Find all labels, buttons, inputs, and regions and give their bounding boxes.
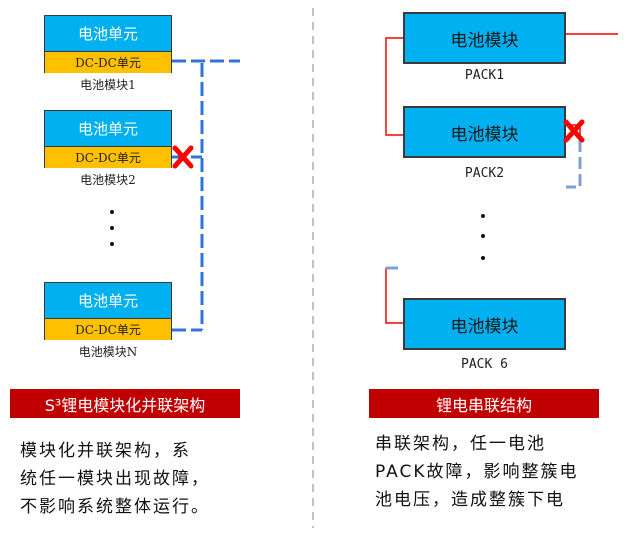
fault-x-icon	[172, 145, 194, 169]
module-label-n: 电池模块N	[78, 345, 138, 359]
ellipsis-dot	[110, 226, 114, 230]
battery-module-2: 电池单元 DC-DC单元	[44, 110, 172, 168]
battery-module-1: 电池单元 DC-DC单元	[44, 15, 172, 73]
battery-cell-unit: 电池单元	[45, 111, 171, 146]
ellipsis-dot	[481, 256, 485, 260]
pack-label-1: PACK1	[464, 68, 505, 83]
pack-box-1: 电池模块	[403, 12, 566, 64]
left-description-line: 统任一模块出现故障，	[20, 469, 210, 489]
left-banner: S³锂电模块化并联架构	[10, 389, 240, 418]
right-description-line: 串联架构，任一电池	[375, 434, 546, 454]
left-description-line: 模块化并联架构，系	[20, 441, 191, 461]
module-label-2: 电池模块2	[80, 173, 136, 187]
ellipsis-dot	[481, 214, 485, 218]
battery-cell-unit: 电池单元	[45, 16, 171, 51]
left-description-line: 不影响系统整体运行。	[20, 497, 210, 517]
ellipsis-dot	[110, 242, 114, 246]
dcdc-unit: DC-DC单元	[45, 318, 171, 340]
dcdc-unit: DC-DC单元	[45, 146, 171, 168]
right-description-line: 池电压，造成整簇下电	[375, 490, 565, 510]
parallel-bus	[172, 59, 240, 332]
pack-label-2: PACK2	[464, 166, 505, 181]
battery-module-n: 电池单元 DC-DC单元	[44, 282, 172, 340]
series-string-dashed	[386, 140, 582, 270]
ellipsis-dot	[110, 210, 114, 214]
right-description: 串联架构，任一电池 PACK故障，影响整簇电 池电压，造成整簇下电	[375, 430, 579, 514]
module-label-1: 电池模块1	[80, 78, 136, 92]
right-banner: 锂电串联结构	[369, 389, 599, 418]
pack-box-2: 电池模块	[403, 106, 566, 158]
dcdc-unit: DC-DC单元	[45, 51, 171, 73]
pack-label-6: PACK 6	[461, 357, 508, 372]
ellipsis-dot	[481, 234, 485, 238]
battery-cell-unit: 电池单元	[45, 283, 171, 318]
right-description-line: PACK故障，影响整簇电	[375, 462, 579, 482]
pack-box-6: 电池模块	[403, 298, 566, 350]
left-description: 模块化并联架构，系 统任一模块出现故障， 不影响系统整体运行。	[20, 437, 210, 521]
fault-x-icon	[563, 119, 585, 143]
